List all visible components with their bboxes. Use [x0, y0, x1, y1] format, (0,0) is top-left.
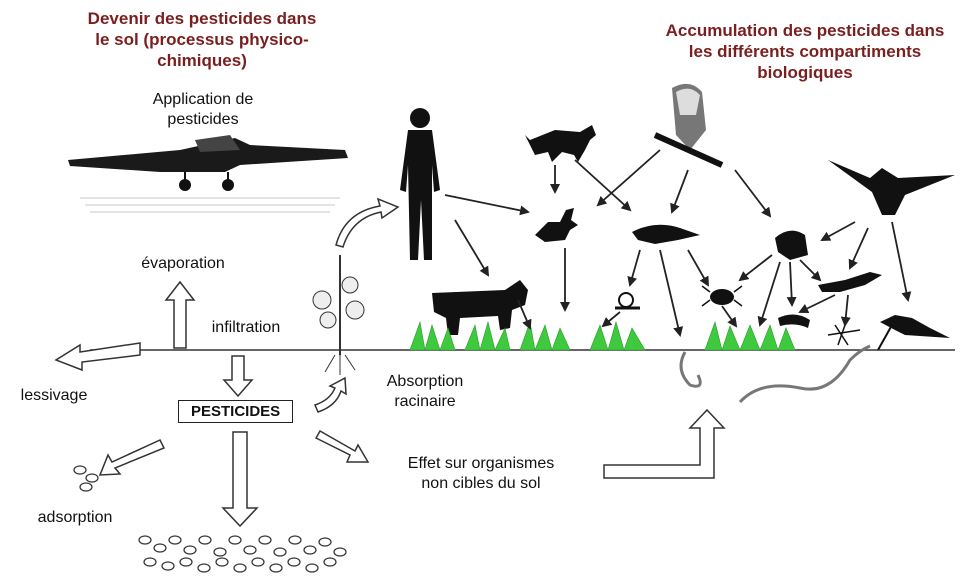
soil-particles-icon — [73, 465, 347, 573]
airplane-icon — [68, 135, 348, 213]
fox-icon — [525, 125, 596, 162]
application-label-line2: pesticides — [167, 111, 239, 128]
tomato-plant-icon — [312, 255, 365, 375]
eagle-icon — [828, 160, 955, 215]
mosquito-icon — [827, 324, 861, 346]
effet-label-line2: non cibles du sol — [421, 475, 541, 492]
left-header: Devenir des pesticides dans le sol (proc… — [52, 8, 352, 71]
deep-infiltration-arrow — [221, 431, 259, 528]
caterpillar-icon — [778, 314, 810, 328]
infiltration-label: infiltration — [211, 319, 281, 336]
owl-icon — [653, 83, 724, 168]
infiltration-arrow — [222, 355, 254, 398]
effet-label-line1: Effet sur organismes — [407, 455, 555, 472]
right-header: Accumulation des pesticides dans les dif… — [640, 20, 970, 83]
left-header-line3: chimiques) — [157, 51, 247, 70]
right-header-line1: Accumulation des pesticides dans — [665, 21, 945, 40]
absorption-label: Absorption racinaire — [360, 372, 490, 412]
pesticides-box: PESTICIDES — [178, 400, 294, 423]
worm-icon — [679, 344, 871, 404]
return-arrow — [603, 408, 726, 479]
block-arrows — [54, 197, 726, 528]
absorption-label-line2: racinaire — [394, 393, 456, 410]
human-icon — [400, 108, 440, 260]
crow-icon — [877, 315, 950, 351]
effet-label: Effet sur organismes non cibles du sol — [376, 454, 586, 494]
lessivage-label: lessivage — [20, 387, 88, 404]
evaporation-label: évaporation — [141, 255, 225, 272]
right-header-line2: les différents compartiments — [688, 42, 922, 61]
grass-icon — [409, 320, 796, 352]
left-header-line2: le sol (processus physico- — [95, 30, 309, 49]
mite-icon — [701, 285, 743, 307]
adsorption-label: adsorption — [37, 509, 113, 526]
effect-arrow — [314, 429, 370, 463]
adsorption-arrow — [98, 439, 166, 476]
lessivage-arrow — [54, 342, 141, 372]
absorption-arrow — [313, 376, 347, 413]
absorption-label-line1: Absorption — [386, 373, 464, 390]
plant-to-human-arrow — [335, 197, 400, 248]
cow-icon — [432, 280, 528, 335]
left-header-line1: Devenir des pesticides dans — [87, 9, 317, 28]
application-label-line1: Application de — [152, 91, 254, 108]
right-header-line3: biologiques — [757, 63, 853, 82]
lizard-icon — [818, 272, 882, 292]
trophic-arrows — [444, 149, 912, 337]
application-label: Application de pesticides — [118, 90, 288, 130]
rodent-icon — [775, 230, 808, 260]
snail-icon — [615, 292, 640, 310]
evaporation-arrow — [164, 280, 196, 349]
rabbit-icon — [535, 208, 578, 242]
shrew-icon — [632, 224, 700, 244]
